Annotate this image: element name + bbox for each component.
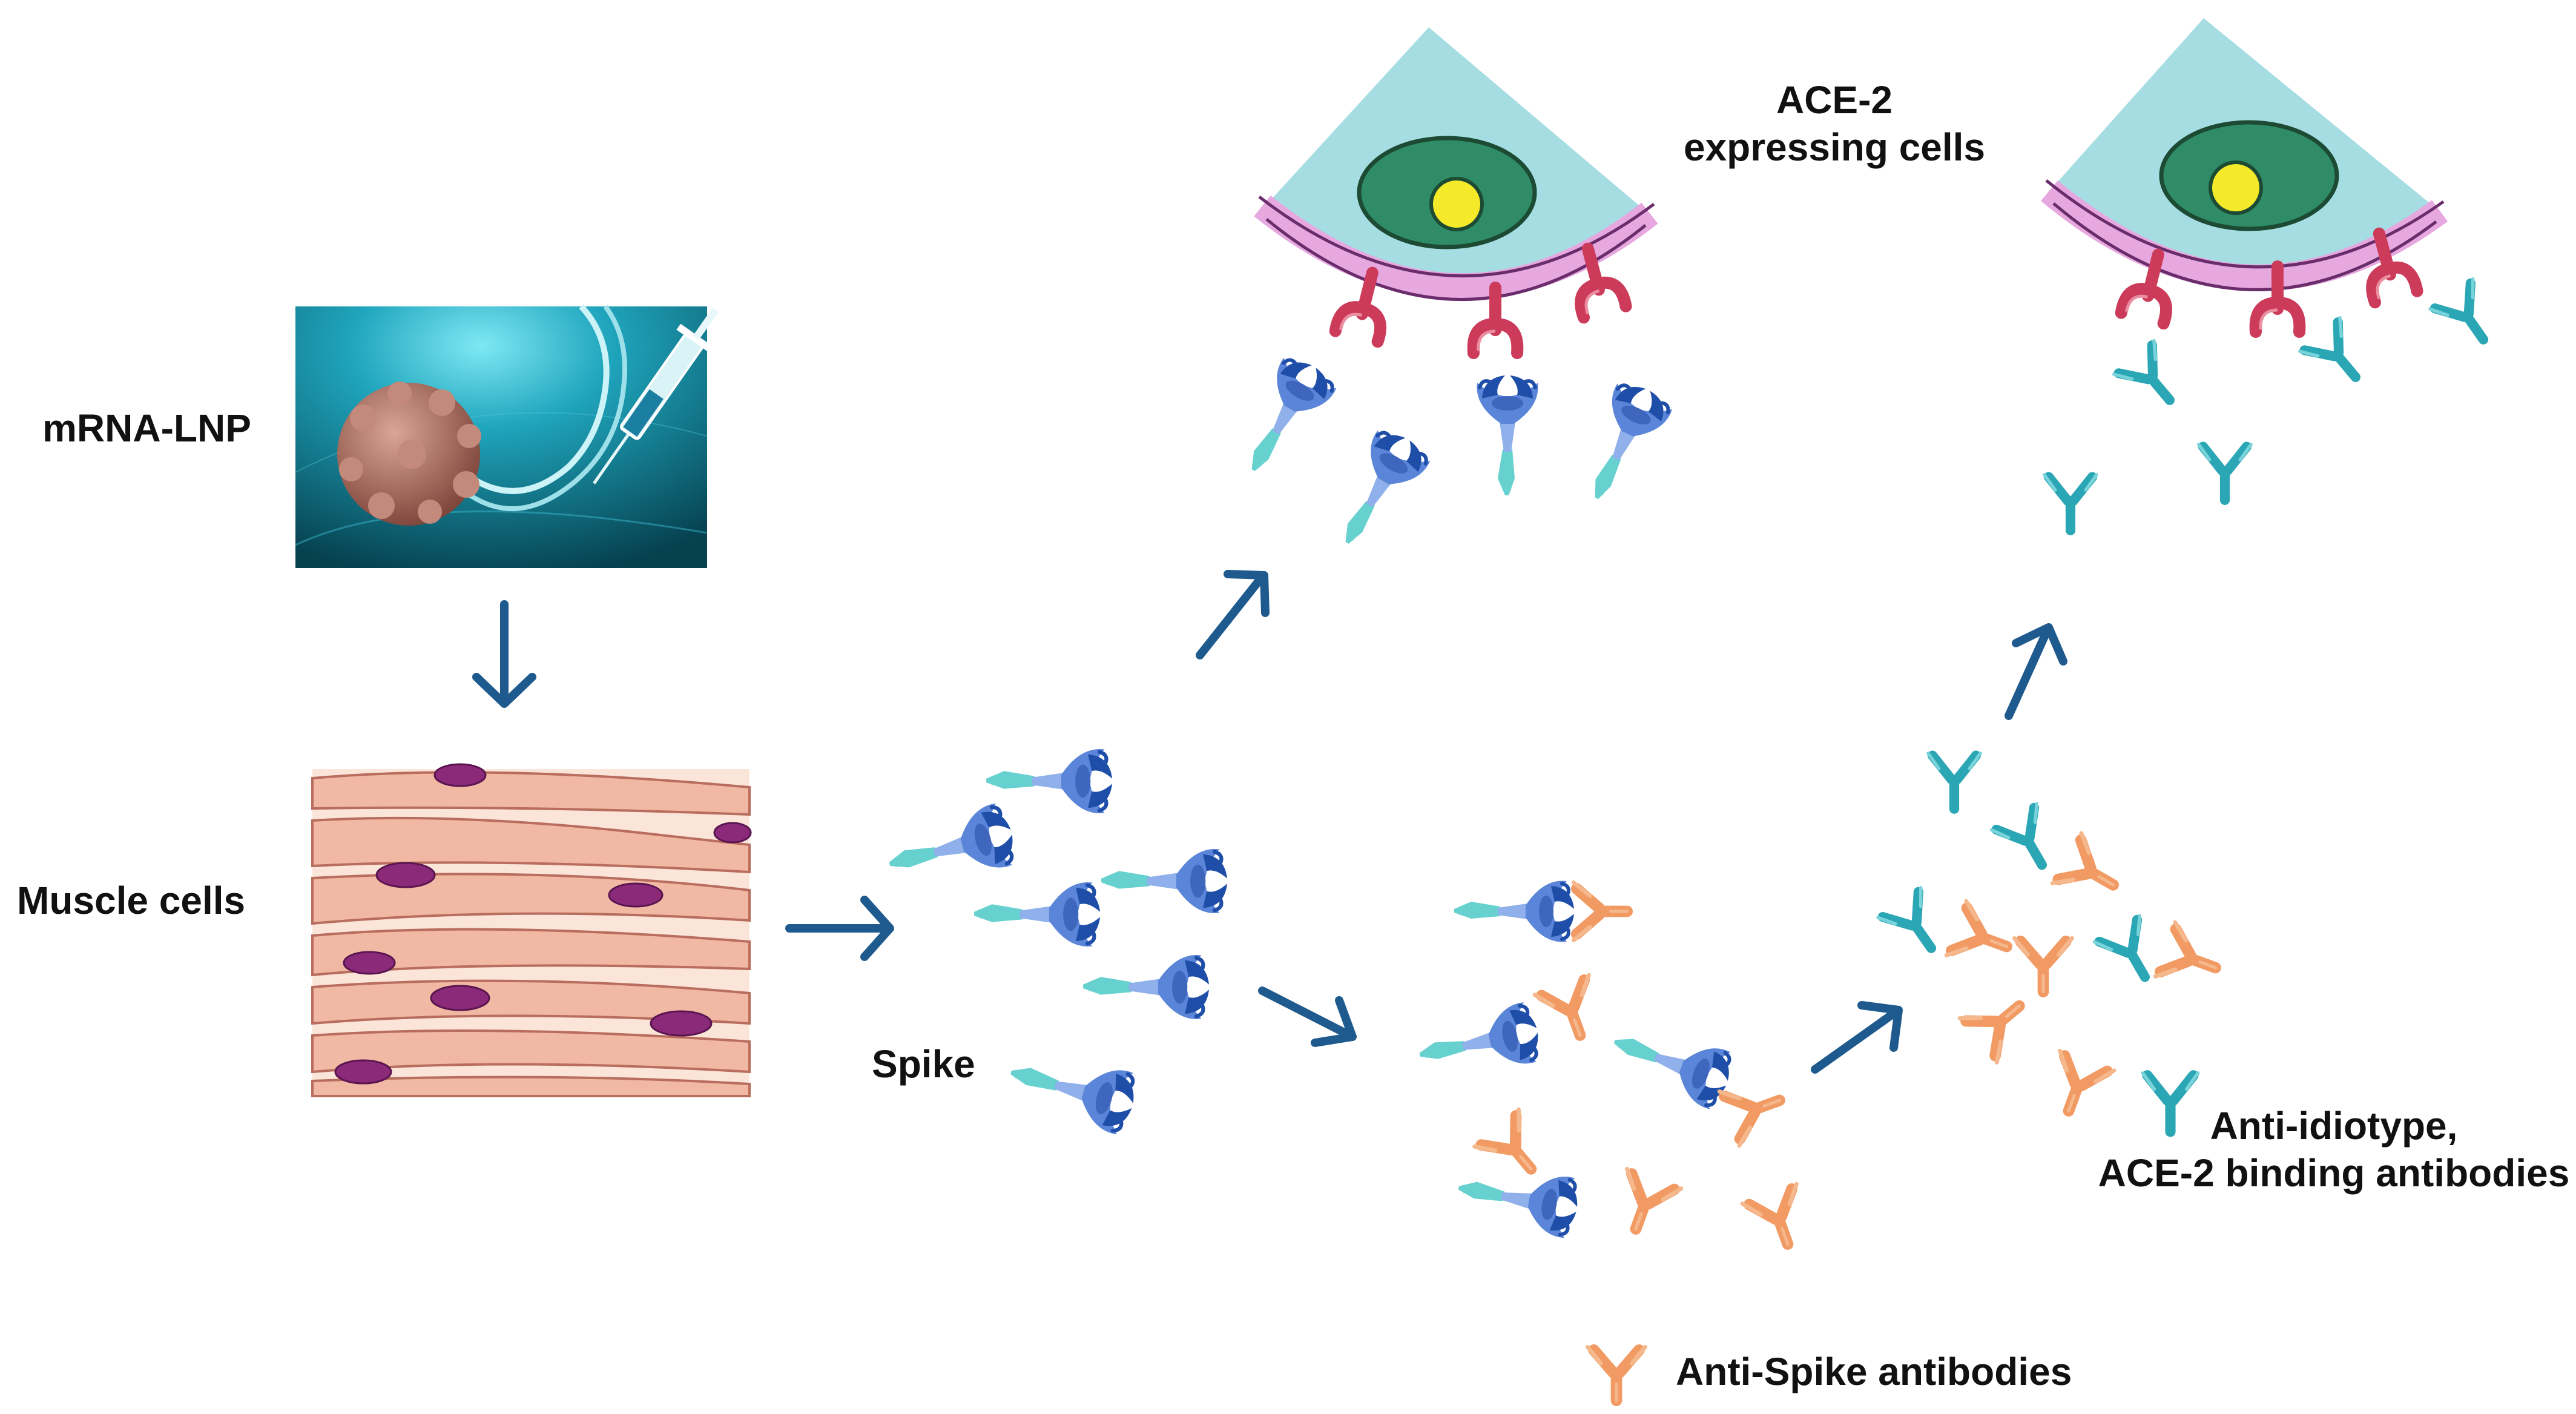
spike-protein-icon [1414,1000,1544,1085]
anti-spike-antibody-icon [2052,833,2127,910]
spike-protein-icon [1003,1042,1141,1137]
anti-spike-antibody-icon [1742,1184,1815,1254]
ace2-cell-right [2040,18,2448,332]
muscle-tissue-image [311,763,752,1097]
spike-protein-icon [1101,849,1227,913]
anti-spike-antibody-icon [1960,984,2038,1063]
anti-idiotype-antibody-icon [2430,279,2505,355]
spike-protein-icon [974,882,1100,947]
arrow-muscle-to-spike [785,896,894,961]
anti-spike-antibody-icon [1475,1109,1553,1188]
ace2-cells-label-line2: expressing cells [1683,125,1986,170]
anti-idiotype-bound-to-cell [2044,279,2505,530]
spike-protein-icon [1569,377,1675,511]
anti-idiotype-label-line2: ACE-2 binding antibodies [2098,1151,2570,1195]
arrow-antibodies-to-anti-idiotype [1811,1001,1903,1074]
anti-idiotype-label: Anti-idiotype, ACE-2 binding antibodies [2092,1102,2576,1197]
mrna-lnp-label: mRNA-LNP [42,406,251,450]
spikes-bound-to-cell [1227,351,1675,558]
spike-protein-icon [1604,1014,1738,1112]
anti-idiotype-antibody-icon [1928,753,1980,809]
mrna-lnp-image [295,304,719,568]
spike-label: Spike [872,1042,975,1086]
spike-protein-icon [1454,1158,1583,1240]
spike-protein-icon [1321,424,1434,558]
arrow-anti-idiotype-to-ace2-cells [2004,623,2067,720]
anti-idiotype-antibody-icon [1992,804,2065,878]
ace2-cells-label: ACE-2 expressing cells [1622,76,2046,171]
anti-idiotype-label-line1: Anti-idiotype, [2210,1104,2458,1148]
anti-idiotype-antibody-icon [2095,916,2168,990]
anti-spike-antibodies-label: Anti-Spike antibodies [1676,1350,2072,1393]
anti-spike-antibody-icon [2014,938,2072,991]
arrow-spike-to-antibodies [1258,986,1357,1047]
spike-protein-icon [1227,351,1340,486]
anti-spike-antibody-icon [2155,922,2225,995]
anti-spike-antibody-icon [1609,1169,1681,1239]
anti-idiotype-antibody-icon [2114,341,2190,417]
anti-spike-legend-icon [1587,1347,1645,1400]
spike-protein-icon [986,749,1112,813]
spike-protein-icon [1477,375,1538,495]
anti-spike-antibody-icon [1573,882,1627,940]
anti-idiotype-antibody-icon [2044,475,2097,530]
muscle-cells-label: Muscle cells [17,879,246,922]
anti-idiotype-antibody-icon [2199,444,2251,500]
spike-protein-icon [881,801,1020,896]
anti-spike-antibody-icon [1946,901,2017,974]
arrow-lnp-to-muscle [472,600,536,708]
arrow-spike-to-ace2-cells [1196,570,1270,659]
ace2-cells-label-line1: ACE-2 [1776,78,1893,122]
flow-arrows [472,570,2067,1074]
anti-spike-antibody-icon [1535,975,1607,1045]
ace2-cell-left [1254,27,1658,353]
anti-idiotype-antibody-icon [1878,888,1952,963]
spike-protein-icon [1454,881,1574,942]
spike-protein-icon [1083,955,1209,1019]
anti-idiotype-antibody-icon [2300,318,2376,394]
anti-idiotype-complexes [1878,753,2225,1121]
spike-antibody-complexes [1414,881,1815,1254]
anti-spike-antibody-icon [1719,1073,1790,1146]
